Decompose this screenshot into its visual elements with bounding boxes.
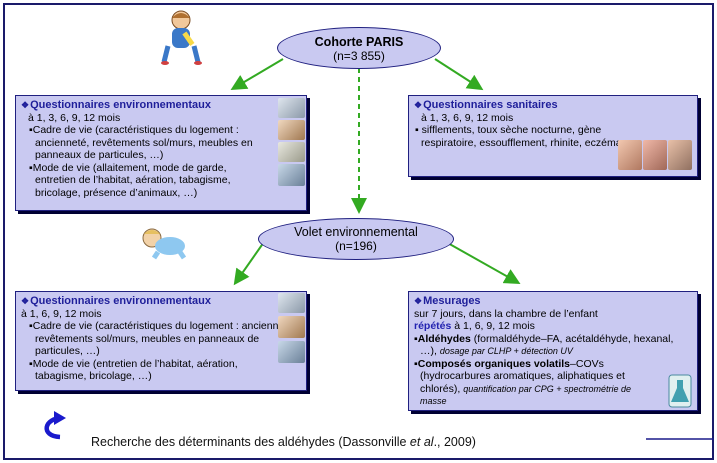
list-item: ▪ sifflements, toux sèche nocturne, gène… (415, 124, 638, 149)
lab-flask-icon (668, 374, 692, 408)
baby-bottle-icon (161, 10, 202, 65)
crawling-baby-icon (142, 228, 187, 260)
return-arrow-icon (44, 411, 66, 440)
footer-reference: Recherche des déterminants des aldéhydes… (91, 435, 476, 449)
box-title: ❖Questionnaires sanitaires (414, 99, 558, 111)
baby-face-photo (618, 140, 642, 170)
diamond-bullet-icon: ❖ (414, 296, 423, 306)
arrow-mid-right (445, 241, 521, 284)
node-cohorte-title: Cohorte PARIS (314, 35, 404, 49)
baby-face-photo (643, 140, 667, 170)
list-item: ▪Cadre de vie (caractéristiques du logem… (29, 124, 253, 161)
box-title: ❖Questionnaires environnementaux (21, 99, 212, 111)
arrow-mid-left (233, 241, 265, 286)
list-item: ▪Mode de vie (entretien de l’habitat, aé… (29, 357, 238, 383)
box-frequency: à 1, 3, 6, 9, 12 mois (28, 111, 121, 124)
photo-thumbnail (278, 164, 305, 186)
box-frequency: à 1, 6, 9, 12 mois (21, 307, 102, 320)
photo-thumbnail (278, 293, 305, 313)
list-item-covs: ▪Composés organiques volatils–COVs (hydr… (414, 357, 632, 407)
photo-thumbnail (278, 120, 305, 140)
box-questionnaires-env-cohort: ❖Questionnaires environnementaux à 1, 3,… (15, 95, 307, 211)
box-frequency: à 1, 3, 6, 9, 12 mois (421, 111, 514, 124)
measures-duration: sur 7 jours, dans la chambre de l’enfant (414, 307, 598, 320)
list-item-aldehydes: ▪Aldéhydes (formaldéhyde–FA, acétaldéhyd… (414, 332, 674, 358)
measures-frequency: répétés à 1, 6, 9, 12 mois (414, 320, 535, 332)
photo-thumbnail (278, 316, 305, 338)
photo-thumbnail (278, 98, 305, 118)
node-volet-count: (n=196) (335, 239, 377, 253)
node-volet-environnemental: Volet environnemental (n=196) (258, 218, 454, 260)
diamond-bullet-icon: ❖ (21, 296, 30, 306)
node-volet-title: Volet environnemental (294, 225, 418, 239)
box-title: ❖Questionnaires environnementaux (21, 295, 212, 307)
baby-face-photo (668, 140, 692, 170)
photo-thumbnail (278, 341, 305, 363)
arrow-top-right (434, 58, 484, 91)
diamond-bullet-icon: ❖ (414, 100, 423, 110)
list-item: ▪Cadre de vie (caractéristiques du logem… (29, 320, 296, 357)
box-questionnaires-env-volet: ❖Questionnaires environnementaux à 1, 6,… (15, 291, 307, 391)
photo-thumbnail (278, 142, 305, 162)
node-cohorte-paris: Cohorte PARIS (n=3 855) (277, 27, 441, 69)
list-item: ▪Mode de vie (allaitement, mode de garde… (29, 161, 231, 199)
arrow-top-left (230, 58, 284, 91)
box-mesurages: ❖Mesurages sur 7 jours, dans la chambre … (408, 291, 698, 411)
node-cohorte-count: (n=3 855) (333, 49, 385, 63)
diamond-bullet-icon: ❖ (21, 100, 30, 110)
box-title: ❖Mesurages (414, 295, 481, 307)
